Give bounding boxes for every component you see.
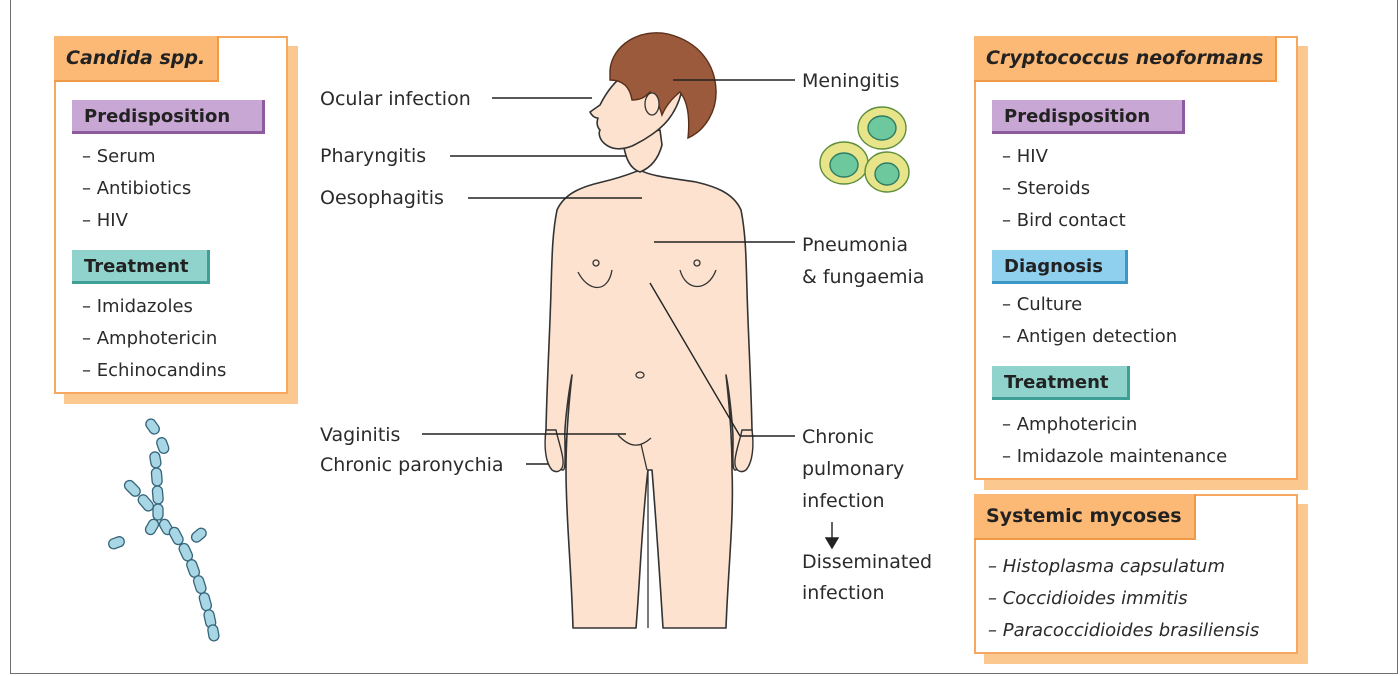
cryptococcus-title: Cryptococcus neoformans bbox=[974, 36, 1277, 82]
cryptococcus-diagnosis-item: – Antigen detection bbox=[1002, 326, 1177, 347]
systemic-mycoses-title: Systemic mycoses bbox=[974, 494, 1196, 540]
label-vaginitis: Vaginitis bbox=[320, 420, 400, 450]
candida-treatment-item: – Amphotericin bbox=[82, 328, 217, 349]
cryptococcus-treatment-tag: Treatment bbox=[992, 366, 1130, 400]
candida-predisposition-item: – HIV bbox=[82, 210, 128, 231]
label-ocular-infection: Ocular infection bbox=[320, 84, 471, 114]
candida-predisposition-tag: Predisposition bbox=[72, 100, 265, 134]
candida-predisposition-item: – Antibiotics bbox=[82, 178, 191, 199]
candida-predisposition-item: – Serum bbox=[82, 146, 156, 167]
cryptococcus-treatment-item: – Amphotericin bbox=[1002, 414, 1137, 435]
label-pharyngitis: Pharyngitis bbox=[320, 141, 426, 171]
candida-treatment-item: – Echinocandins bbox=[82, 360, 226, 381]
cryptococcus-diagnosis-tag: Diagnosis bbox=[992, 250, 1128, 284]
candida-hyphae bbox=[107, 417, 219, 641]
systemic-mycoses-item: – Paracoccidioides brasiliensis bbox=[988, 620, 1259, 641]
candida-treatment-tag: Treatment bbox=[72, 250, 210, 284]
systemic-mycoses-item: – Coccidioides immitis bbox=[988, 588, 1188, 609]
human-figure bbox=[545, 42, 752, 628]
label-disseminated: Disseminated bbox=[802, 547, 932, 577]
cryptococcus-predisposition-item: – Bird contact bbox=[1002, 210, 1126, 231]
cryptococcus-predisposition-tag: Predisposition bbox=[992, 100, 1185, 134]
label-chronic: Chronic bbox=[802, 422, 874, 452]
cryptococcus-predisposition-item: – HIV bbox=[1002, 146, 1048, 167]
systemic-mycoses-panel: Systemic mycoses – Histoplasma capsulatu… bbox=[974, 494, 1298, 654]
systemic-mycoses-item: – Histoplasma capsulatum bbox=[988, 556, 1225, 577]
label-pulmonary: pulmonary bbox=[802, 454, 904, 484]
label-chronic-paronychia: Chronic paronychia bbox=[320, 450, 504, 480]
label-infection: infection bbox=[802, 486, 885, 516]
candida-title: Candida spp. bbox=[54, 36, 219, 82]
cryptococcus-panel: Cryptococcus neoformans Predisposition –… bbox=[974, 36, 1298, 480]
cryptococcus-treatment-item: – Imidazole maintenance bbox=[1002, 446, 1227, 467]
label-pneumonia: Pneumonia bbox=[802, 230, 908, 260]
cryptococcus-predisposition-item: – Steroids bbox=[1002, 178, 1090, 199]
label-meningitis: Meningitis bbox=[802, 66, 899, 96]
candida-panel: Candida spp. Predisposition – Serum – An… bbox=[54, 36, 288, 394]
candida-treatment-item: – Imidazoles bbox=[82, 296, 193, 317]
ear bbox=[645, 93, 659, 115]
cryptococcus-cells bbox=[820, 107, 909, 192]
label-oesophagitis: Oesophagitis bbox=[320, 183, 444, 213]
label-disseminated-infection: infection bbox=[802, 578, 885, 608]
label-fungaemia: & fungaemia bbox=[802, 262, 924, 292]
cryptococcus-diagnosis-item: – Culture bbox=[1002, 294, 1082, 315]
